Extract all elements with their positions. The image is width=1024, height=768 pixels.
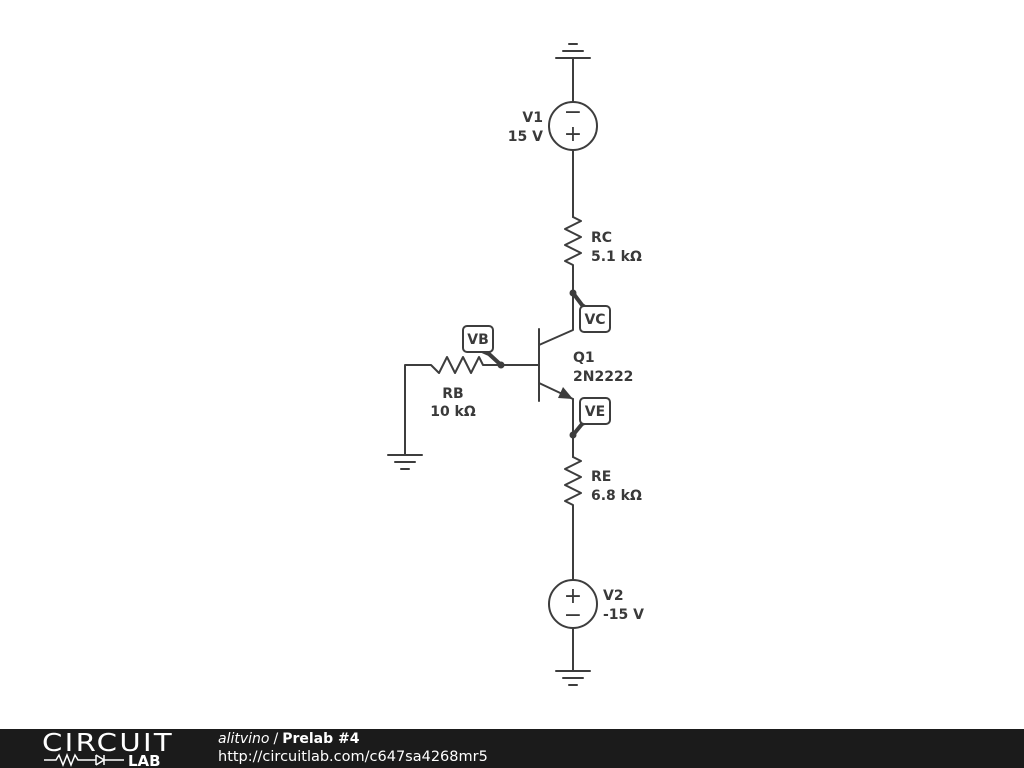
v2-name-label: V2 [603,588,624,604]
transistor-q1 [502,328,574,402]
rb-name-label: RB [442,386,463,402]
q1-value-label: 2N2222 [573,369,633,385]
re-value-label: 6.8 kΩ [591,488,642,504]
ground-left [387,454,423,470]
probe-vb-box [462,325,494,353]
v2-plus-symbol: + [564,584,582,609]
v1-minus-symbol: − [564,100,582,125]
wire-rc-collector [538,271,574,346]
author-title-separator: / [273,731,279,747]
resistor-rb [404,356,502,456]
author-title-line: alitvino/Prelab #4 [218,731,359,747]
resistor-rc [564,216,582,273]
v2-minus-symbol: − [564,603,582,628]
probe-vc-label: VC [584,312,605,328]
v2-value-label: -15 V [603,607,644,623]
source-v2: + − [548,579,598,629]
v1-value-label: 15 V [508,129,543,145]
rc-name-label: RC [591,230,612,246]
logo-text-circuit: CIRCUIT [42,729,174,757]
ground-bottom [555,670,591,686]
logo-text-lab: LAB [128,752,161,768]
circuit-title[interactable]: Prelab #4 [282,731,360,747]
re-name-label: RE [591,469,611,485]
author-link[interactable]: alitvino [218,731,270,747]
probe-vc-box [579,305,611,333]
resistor-re [564,456,582,581]
circuitlab-logo[interactable]: CIRCUIT LAB [42,729,176,768]
source-v1: − + [548,100,598,151]
rc-value-label: 5.1 kΩ [591,249,642,265]
logo-circuit-icon [44,752,124,768]
probe-vb-label: VB [467,332,489,348]
rb-value-label: 10 kΩ [430,404,476,420]
circuit-url-link[interactable]: http://circuitlab.com/c647sa4268mr5 [218,749,488,765]
probe-ve-label: VE [585,404,605,420]
q1-name-label: Q1 [573,350,595,366]
v1-plus-symbol: + [564,122,582,147]
probe-ve-box [579,397,611,425]
footer-bar: CIRCUIT LAB alitvino/Prelab #4 http://ci… [0,729,1024,768]
ground-top [555,43,591,59]
circuit-schematic: − + V1 15 V RC 5.1 kΩ VC Q1 2N2222 VB RB… [387,43,644,686]
v1-name-label: V1 [522,110,543,126]
